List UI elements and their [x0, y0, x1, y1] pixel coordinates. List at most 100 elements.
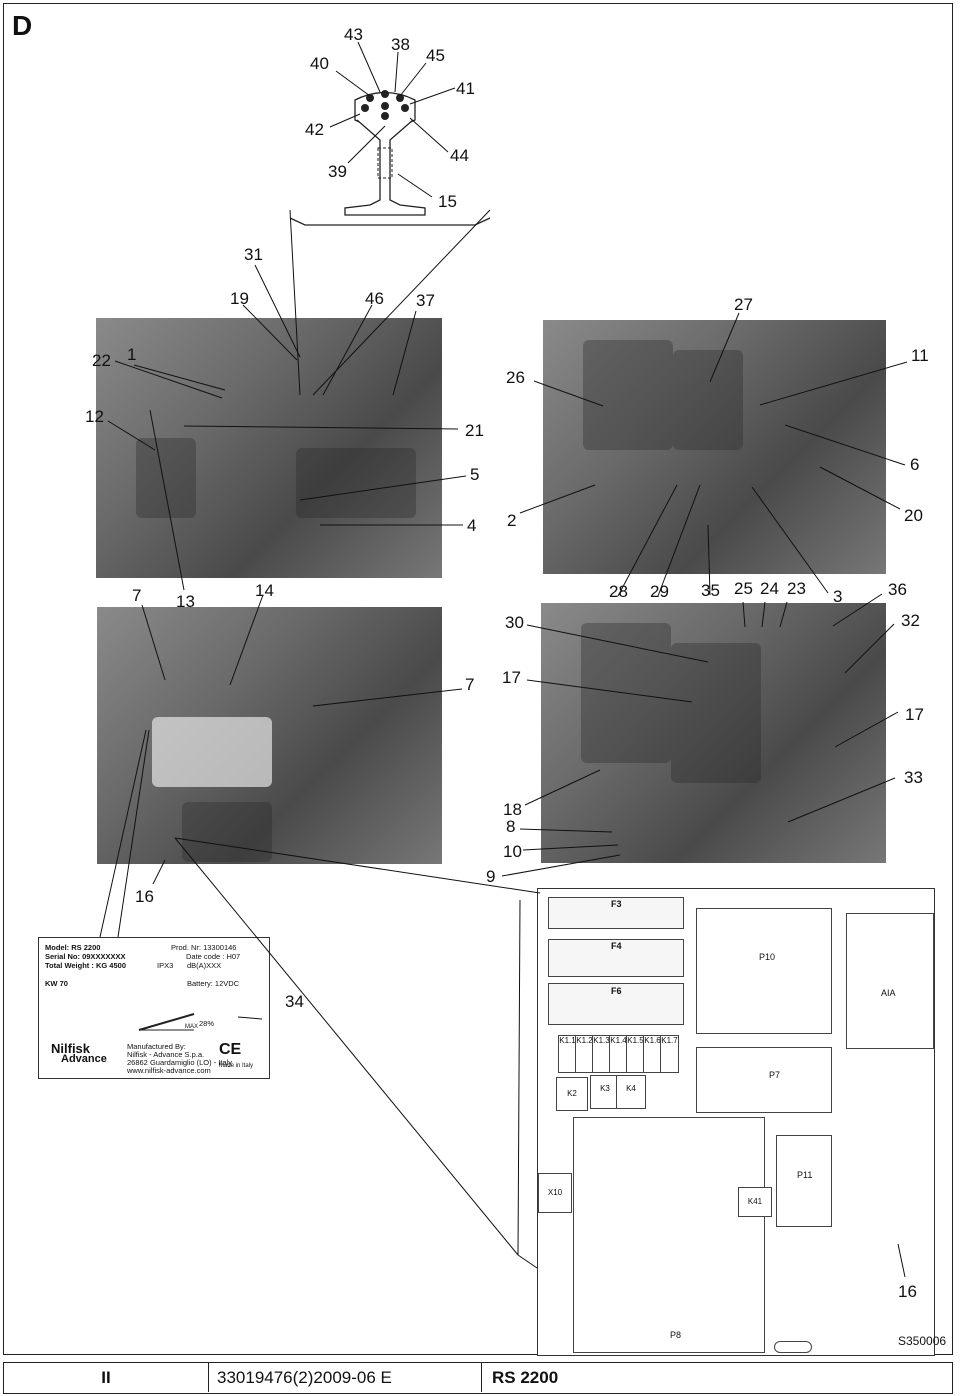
pcb-p8: P8	[573, 1117, 765, 1353]
pcb-aia-label: AIA	[881, 988, 896, 998]
callout-20: 20	[904, 506, 923, 525]
pcb-p8-label: P8	[670, 1330, 682, 1340]
callout-33: 33	[904, 768, 923, 787]
sheet-letter: D	[12, 10, 33, 41]
brand-logo-advance: Advance	[61, 1053, 107, 1065]
callout-6: 6	[910, 455, 920, 474]
footer-section: II	[4, 1363, 209, 1392]
callout-7-top: 7	[132, 586, 142, 605]
callout-13: 13	[176, 592, 195, 611]
callout-43: 43	[344, 25, 363, 44]
plate-made-in: Made in Italy	[219, 1063, 254, 1069]
callout-44: 44	[450, 146, 469, 165]
brand-logo-nilfisk: Nilfisk	[51, 1041, 91, 1056]
callout-18: 18	[503, 800, 522, 819]
plate-model: Model: RS 2200	[45, 943, 101, 952]
plate-slope: 28%	[199, 1019, 215, 1028]
callout-38: 38	[391, 35, 410, 54]
callout-26: 26	[506, 368, 525, 387]
callout-29: 29	[650, 582, 669, 601]
callout-45: 45	[426, 46, 445, 65]
callout-34: 34	[285, 992, 304, 1011]
pcb-p10-label: P10	[759, 952, 776, 962]
ce-mark: CE	[219, 1041, 242, 1058]
sheet-code: S350006	[898, 1334, 947, 1348]
callout-42: 42	[305, 120, 324, 139]
pcb-p10: P10	[696, 908, 832, 1034]
footer-model: RS 2200	[492, 1368, 559, 1387]
plate-weight: Total Weight : KG 4500	[45, 961, 126, 970]
callout-32: 32	[901, 611, 920, 630]
callout-8: 8	[506, 817, 516, 836]
fuse-f6-label: F6	[611, 986, 622, 996]
plate-date-code: Date code : H07	[186, 952, 241, 961]
relay-k3: K3	[590, 1075, 620, 1109]
callout-35: 35	[701, 581, 720, 600]
callout-16-left: 16	[135, 887, 154, 906]
connector-x10: X10	[538, 1173, 572, 1213]
callout-17-left: 17	[502, 668, 521, 687]
identification-plate: Model: RS 2200 Prod. Nr: 13300146 Serial…	[38, 937, 270, 1079]
fuse-block-f4	[548, 939, 684, 977]
callout-3: 3	[833, 587, 843, 606]
callout-41: 41	[456, 79, 475, 98]
fuse-relay-board: F3 F4 F6 K1.1 K1.2 K1.3 K1.4 K1.5 K1.6 K…	[537, 888, 935, 1356]
callout-16-right: 16	[898, 1282, 917, 1301]
callout-17-right: 17	[905, 705, 924, 724]
plate-address: 26862 Guardamiglio (LO) - Italy	[127, 1058, 233, 1067]
plate-battery: Battery: 12VDC	[187, 979, 240, 988]
plate-serial: Serial No: 09XXXXXXX	[45, 952, 126, 961]
relay-k1-4: K1.4	[609, 1035, 628, 1073]
callout-37: 37	[416, 291, 435, 310]
callout-24: 24	[760, 579, 779, 598]
callout-31: 31	[244, 245, 263, 264]
plate-prod-nr: Prod. Nr: 13300146	[171, 943, 237, 952]
callout-21: 21	[465, 421, 484, 440]
pcb-aia: AIA	[846, 913, 934, 1049]
joystick-drawing	[289, 90, 491, 226]
footer-document: 33019476(2)2009-06 E	[209, 1363, 482, 1392]
footer-bar: II 33019476(2)2009-06 E RS 2200	[3, 1362, 953, 1394]
plate-manufacturer: Manufactured By:	[127, 1042, 186, 1051]
callout-22: 22	[92, 351, 111, 370]
fuse-block-f3	[548, 897, 684, 929]
callout-12: 12	[85, 407, 104, 426]
photo-operator-seat-right	[543, 320, 886, 574]
plate-db: dB(A)XXX	[187, 961, 222, 970]
relay-k4: K4	[616, 1075, 646, 1109]
slope-icon	[138, 1013, 195, 1031]
callout-30: 30	[505, 613, 524, 632]
photo-operator-cab-left	[96, 318, 442, 578]
callout-9: 9	[486, 867, 496, 886]
callout-7-mid: 7	[465, 675, 475, 694]
pcb-p7-label: P7	[769, 1070, 781, 1080]
callout-25: 25	[734, 579, 753, 598]
callout-40: 40	[310, 54, 329, 73]
callout-27: 27	[734, 295, 753, 314]
callout-1: 1	[127, 345, 137, 364]
callout-36: 36	[888, 580, 907, 599]
callout-5: 5	[470, 465, 480, 484]
plate-ipx: IPX3	[157, 961, 174, 970]
callout-15: 15	[438, 192, 457, 211]
photo-cab-interior	[97, 607, 442, 864]
callout-4: 4	[467, 516, 477, 535]
relay-k2: K2	[556, 1077, 588, 1111]
callout-39: 39	[328, 162, 347, 181]
callout-2: 2	[507, 511, 517, 530]
pcb-p7: P7	[696, 1047, 832, 1113]
callout-11: 11	[911, 346, 929, 365]
plate-company: Nilfisk - Advance S.p.a.	[127, 1050, 205, 1059]
callout-14: 14	[255, 581, 274, 600]
relay-k1-7: K1.7	[660, 1035, 679, 1073]
fuse-f4-label: F4	[611, 941, 622, 951]
callout-23: 23	[787, 579, 806, 598]
relay-k1-1: K1.1	[558, 1035, 577, 1073]
slot-hole	[774, 1341, 812, 1353]
fuse-block-f6	[548, 983, 684, 1025]
callout-46: 46	[365, 289, 384, 308]
callout-10: 10	[503, 842, 522, 861]
plate-web: www.nilfisk-advance.com	[127, 1066, 211, 1075]
callout-19: 19	[230, 289, 249, 308]
